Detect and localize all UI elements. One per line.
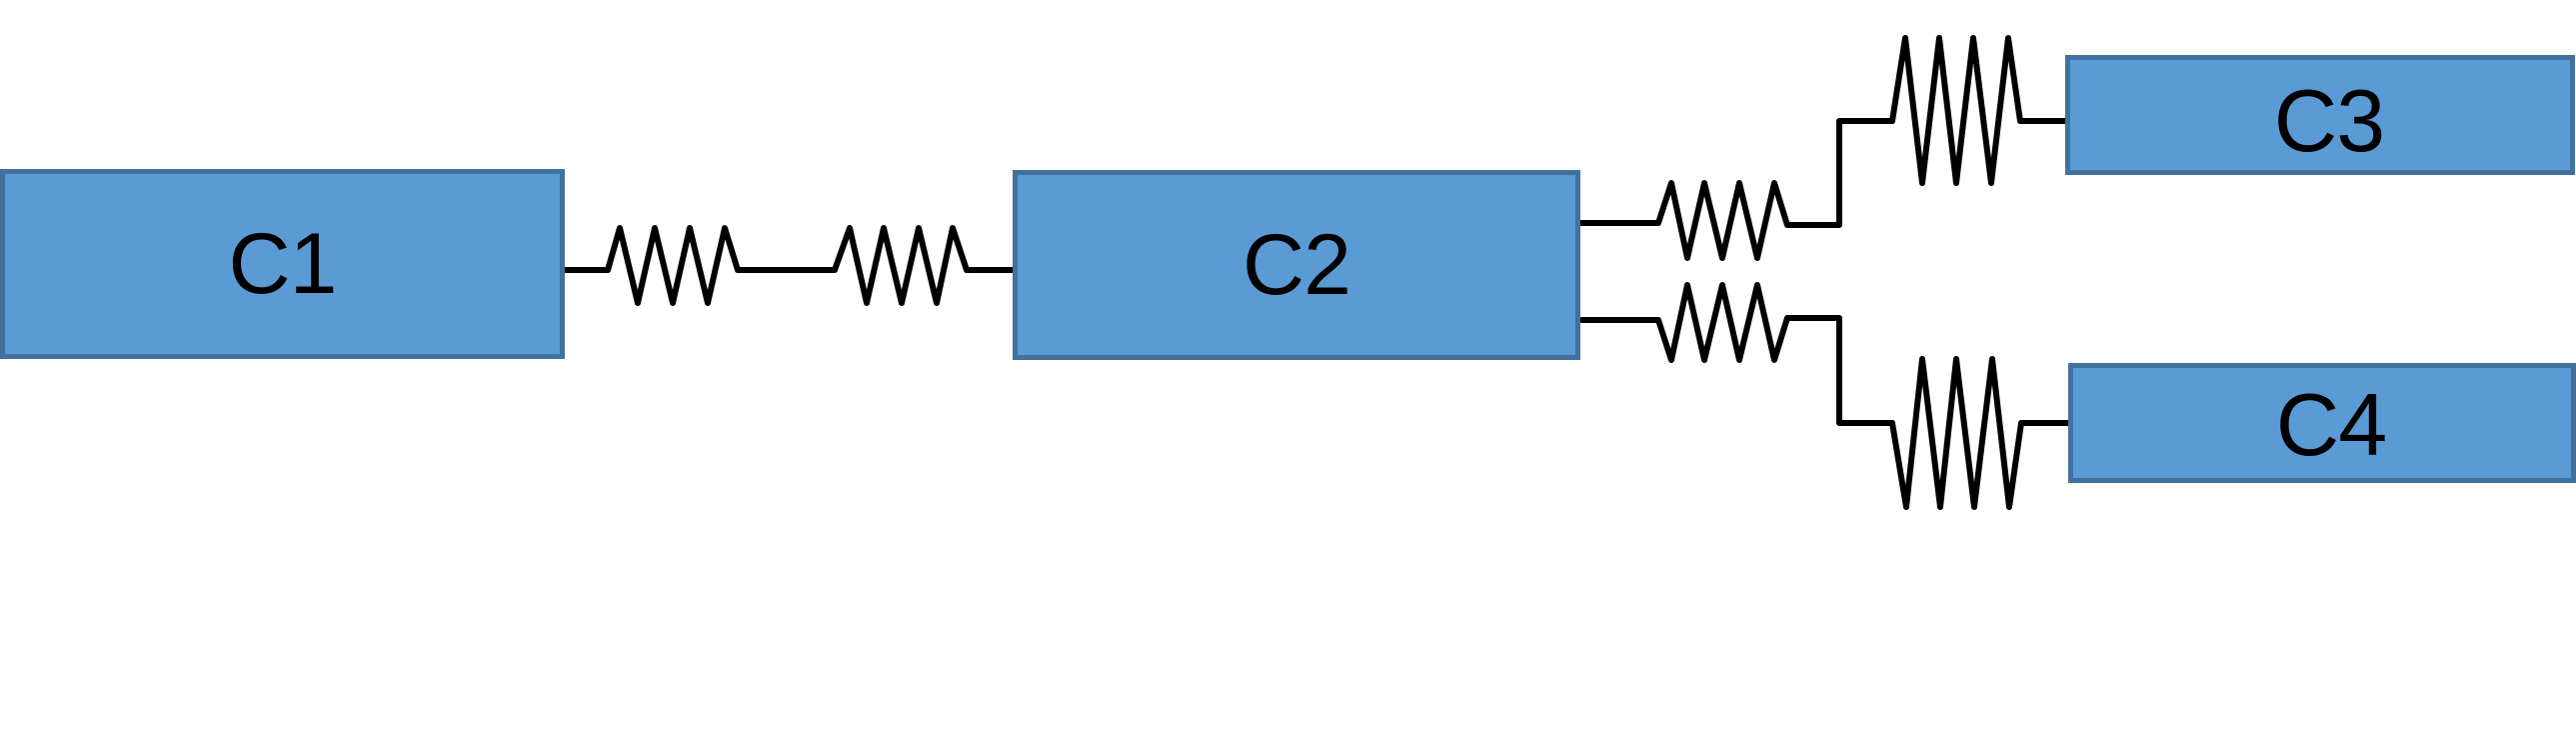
node-label: C2 (1243, 217, 1351, 313)
node-c1: C1 (0, 169, 565, 359)
node-c2: C2 (1013, 170, 1580, 360)
connection-c2-c4 (1578, 282, 2072, 510)
resistor-icon (1578, 35, 2070, 261)
node-c4: C4 (2068, 363, 2576, 483)
resistor-icon (561, 225, 1018, 306)
node-label: C1 (228, 216, 338, 312)
connection-c1-c2 (561, 225, 1018, 306)
connection-c2-c3 (1578, 35, 2070, 261)
node-label: C3 (2273, 71, 2385, 170)
resistor-icon (1578, 282, 2072, 510)
node-label: C4 (2275, 375, 2387, 474)
node-c3: C3 (2065, 55, 2575, 175)
